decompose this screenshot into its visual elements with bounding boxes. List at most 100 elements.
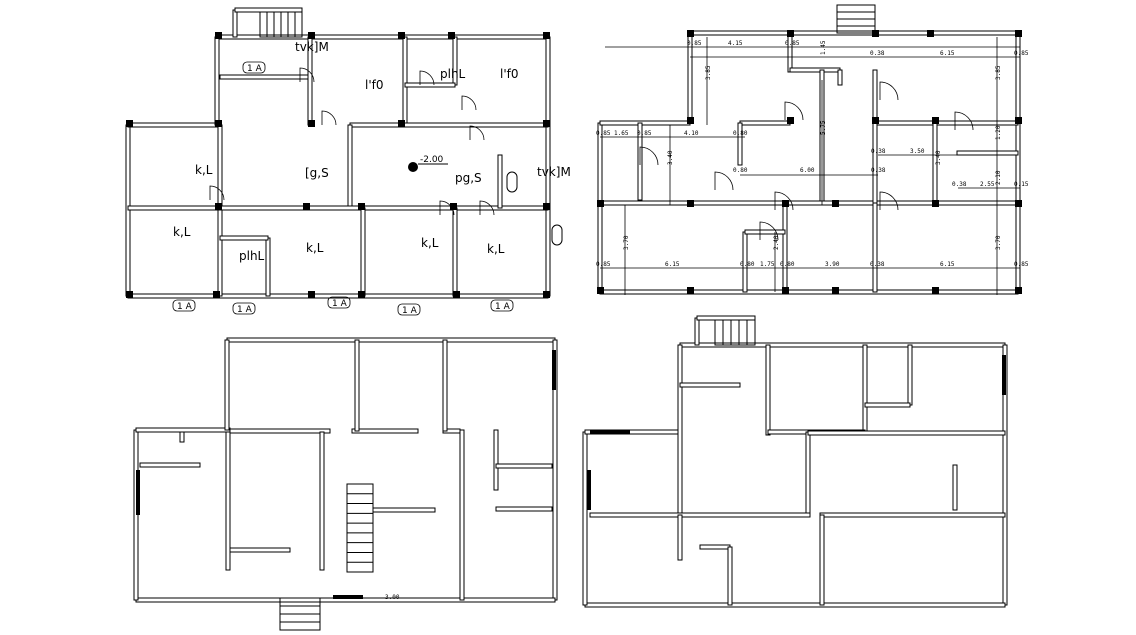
dimension-label: 3.40: [667, 150, 674, 165]
wall: [219, 235, 269, 241]
dimension-label: 3.85: [705, 65, 712, 80]
room-label: l'f0: [365, 78, 384, 92]
wall: [694, 317, 700, 346]
column: [832, 200, 839, 207]
column: [782, 200, 789, 207]
room-label: k,L: [195, 163, 213, 177]
wall: [874, 120, 1019, 126]
column: [453, 291, 460, 298]
room-label: tvk]M: [537, 165, 571, 179]
column: [308, 291, 315, 298]
column: [543, 120, 550, 127]
room-label: tvk]M: [295, 40, 329, 54]
column: [543, 203, 550, 210]
dimension-label: 0.85: [1014, 50, 1029, 57]
column: [308, 120, 315, 127]
column: [450, 203, 457, 210]
wall: [872, 122, 878, 204]
dimension-label: 6.15: [940, 50, 955, 57]
column: [215, 203, 222, 210]
wall: [1015, 32, 1021, 293]
wall: [495, 506, 553, 512]
dimension-label: 3.70: [623, 235, 630, 250]
room-label: pg,S: [455, 171, 482, 185]
wall: [727, 546, 733, 606]
plan-top-right: [597, 4, 1022, 295]
column: [358, 203, 365, 210]
dimension-label: 6.00: [800, 167, 815, 174]
wall: [224, 339, 230, 431]
wall: [179, 431, 185, 443]
door-swing: [784, 101, 804, 121]
dimension-label: 1.75: [760, 261, 775, 268]
column: [1015, 117, 1022, 124]
wall: [864, 402, 911, 408]
window: [1002, 355, 1006, 395]
stairs: [346, 483, 374, 573]
wall: [699, 544, 731, 550]
wall: [862, 344, 868, 433]
door-swing: [321, 110, 337, 126]
column: [787, 30, 794, 37]
wall: [214, 36, 220, 126]
room-label: [g,S: [305, 166, 329, 180]
wall: [442, 339, 448, 432]
wall: [956, 150, 1019, 156]
room-label: k,L: [487, 242, 505, 256]
wall: [737, 122, 743, 166]
dimension-label: 0.80: [733, 130, 748, 137]
column: [448, 32, 455, 39]
window-tag: 1 A: [247, 64, 263, 74]
wall: [677, 514, 683, 561]
window-tag-icon: [490, 299, 514, 312]
wall: [677, 344, 683, 516]
dimension-label: 3.50: [910, 148, 925, 155]
level-label: -2.00: [420, 155, 444, 165]
wall: [139, 462, 201, 468]
dimension-label: 2.40: [773, 235, 780, 250]
dimension-label: 0.85: [1014, 261, 1029, 268]
window-tag: 1 A: [495, 302, 511, 312]
wall: [225, 431, 231, 571]
window: [136, 470, 140, 515]
wall: [807, 430, 1006, 436]
wall: [354, 339, 360, 432]
wall: [952, 464, 958, 511]
column: [927, 30, 934, 37]
wall: [135, 427, 231, 433]
column: [932, 117, 939, 124]
wall: [372, 507, 436, 513]
room-label: k,L: [306, 241, 324, 255]
dimension-label: 0.15: [1014, 181, 1029, 188]
column: [597, 287, 604, 294]
wall: [265, 237, 271, 297]
dimension-label: 1.45: [820, 40, 827, 55]
wall: [819, 512, 1006, 518]
wall: [127, 205, 549, 211]
wall: [495, 463, 553, 469]
door-swing: [209, 185, 225, 201]
dimension-label: 2.10: [995, 170, 1002, 185]
door-swing: [419, 70, 435, 86]
dimension-label: 4.10: [684, 130, 699, 137]
plan-bottom-left: [133, 337, 558, 631]
column: [687, 287, 694, 294]
window-tag: 1 A: [177, 302, 193, 312]
wall: [765, 344, 771, 436]
column: [1015, 200, 1022, 207]
door-swing: [759, 221, 779, 241]
wall: [349, 122, 549, 128]
dimension-label: 1.65: [614, 130, 629, 137]
wall: [351, 428, 419, 434]
dimension-label: 2.55: [980, 181, 995, 188]
dimension-label: 0.38: [871, 167, 886, 174]
column: [932, 287, 939, 294]
dimension-label: 3.85: [995, 65, 1002, 80]
dimension-label: 0.85: [637, 130, 652, 137]
window-tag-icon: [397, 303, 421, 316]
column: [308, 32, 315, 39]
column: [215, 32, 222, 39]
room-label: plhL: [440, 67, 466, 81]
